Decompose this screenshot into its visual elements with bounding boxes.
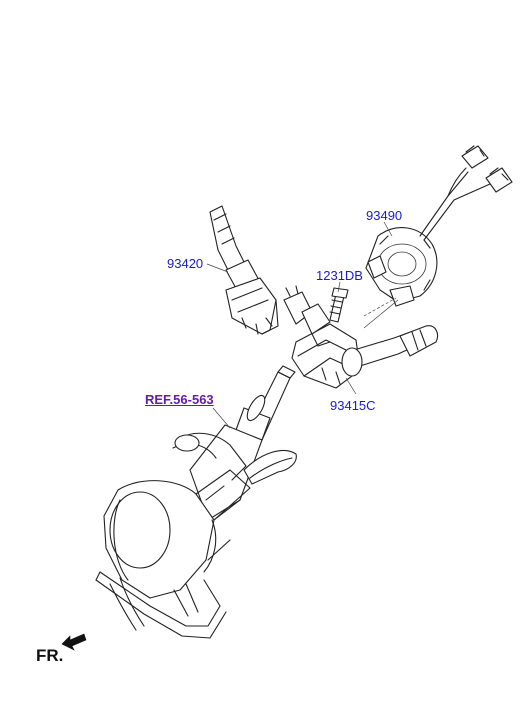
callout-bolt: 1231DB bbox=[316, 268, 363, 283]
callout-column-ref[interactable]: REF.56-563 bbox=[145, 392, 214, 407]
callout-wiper-switch: 93420 bbox=[167, 256, 204, 271]
front-arrow-icon bbox=[61, 633, 87, 651]
leader-lines bbox=[206, 221, 399, 429]
multifunction-switch-body bbox=[283, 285, 439, 389]
wiper-switch bbox=[209, 205, 279, 335]
bolt bbox=[329, 287, 349, 323]
front-direction-label: FR. bbox=[36, 646, 64, 665]
steering-column-assembly bbox=[95, 365, 297, 639]
callout-switch-body: 93415C bbox=[330, 398, 376, 413]
clock-spring bbox=[365, 145, 513, 307]
callout-clock-spring: 93490 bbox=[366, 208, 403, 223]
